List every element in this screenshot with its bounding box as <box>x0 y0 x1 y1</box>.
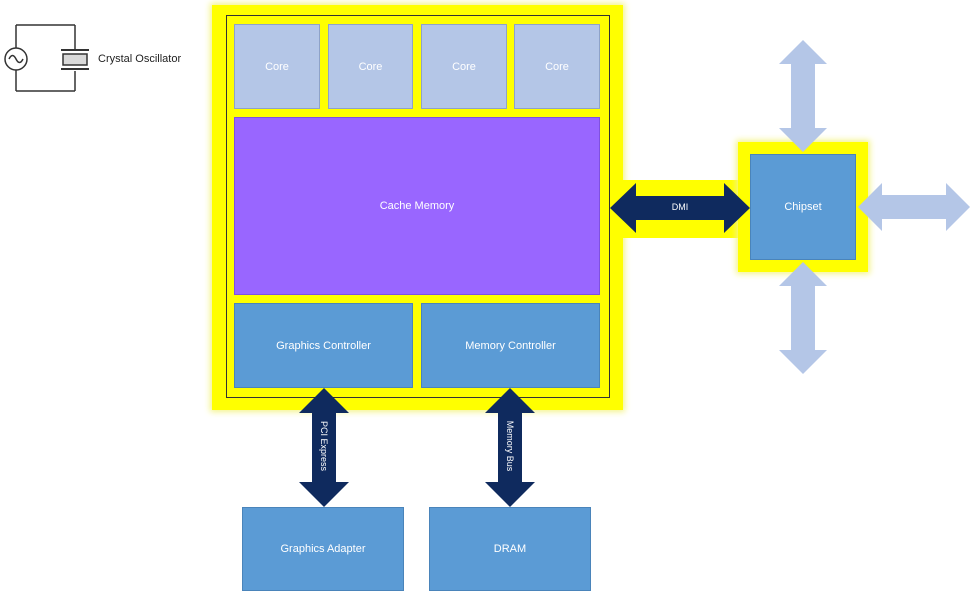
memory-bus-label: Memory Bus <box>505 420 515 472</box>
dram: DRAM <box>429 507 591 591</box>
chipset-up-arrow-shape <box>779 40 827 152</box>
cache-memory: Cache Memory <box>234 117 600 295</box>
core-2: Core <box>328 24 413 109</box>
chipset-down-arrow-shape <box>779 262 827 374</box>
pci-express-label: PCI Express <box>319 420 329 471</box>
core-3: Core <box>421 24 507 109</box>
dmi-label: DMI <box>671 202 689 212</box>
crystal-icon <box>62 53 88 66</box>
crystal-oscillator-symbol <box>4 24 89 92</box>
crystal-oscillator-label: Crystal Oscillator <box>98 53 182 65</box>
chipset: Chipset <box>750 154 856 260</box>
core-1: Core <box>234 24 320 109</box>
core-4: Core <box>514 24 600 109</box>
chipset-right-arrow-shape <box>858 183 970 231</box>
graphics-controller: Graphics Controller <box>234 303 413 388</box>
memory-controller: Memory Controller <box>421 303 600 388</box>
graphics-adapter: Graphics Adapter <box>242 507 404 591</box>
